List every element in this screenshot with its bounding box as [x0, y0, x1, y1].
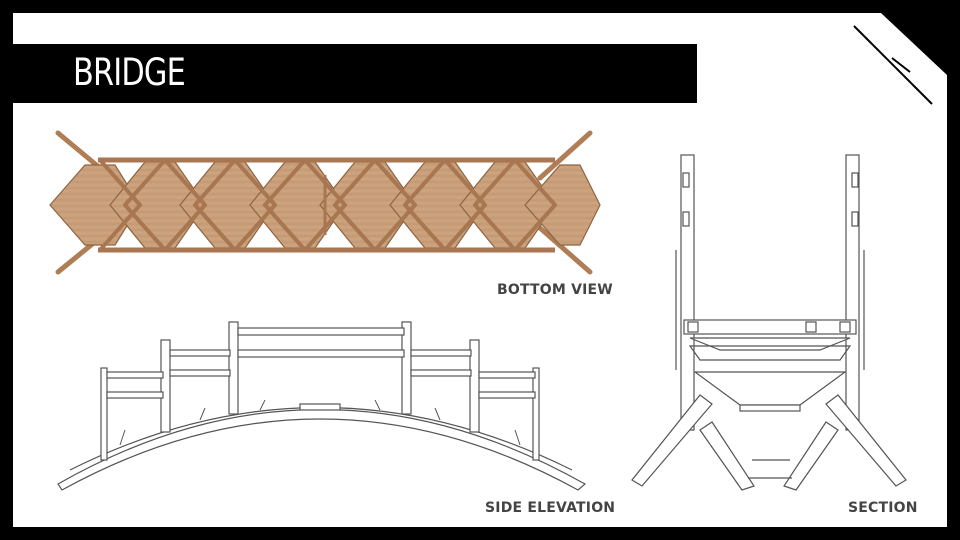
corner-decoration-icon	[853, 25, 933, 105]
caption-side-elevation: SIDE ELEVATION	[485, 500, 616, 516]
caption-bottom-view: BOTTOM VIEW	[497, 282, 613, 298]
caption-section: SECTION	[848, 500, 918, 516]
page-title: BRIDGE	[73, 51, 186, 94]
title-bar	[13, 44, 697, 103]
